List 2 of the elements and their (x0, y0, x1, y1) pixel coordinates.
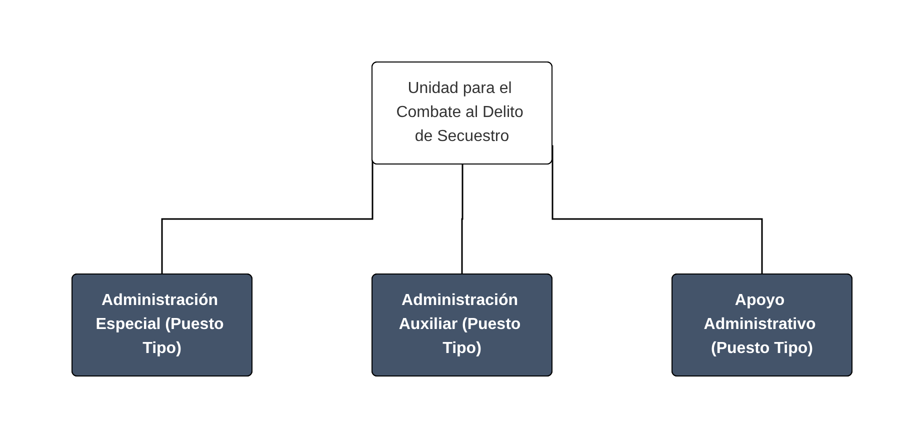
connector (460, 164, 463, 275)
connector (551, 144, 763, 275)
